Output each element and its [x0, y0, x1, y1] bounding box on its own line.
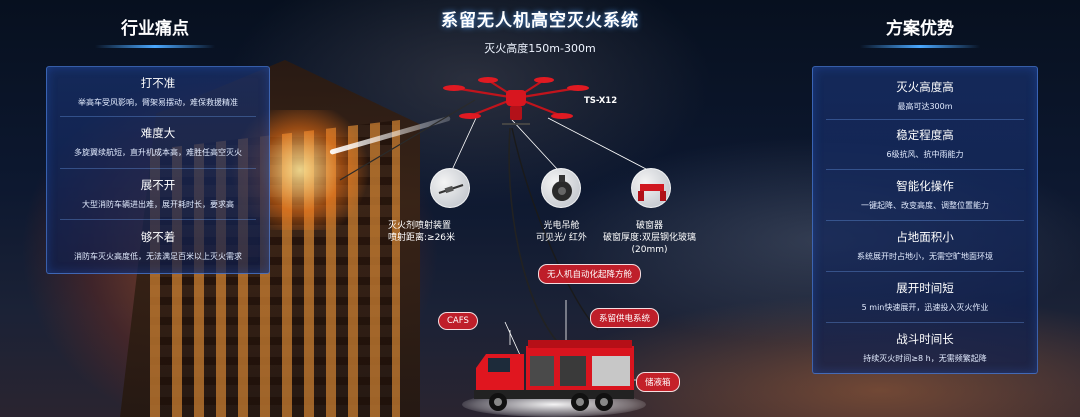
nozzle-icon [430, 168, 470, 208]
divider [813, 271, 1037, 272]
divider [813, 119, 1037, 120]
advantage-item: 占地面积小 系统展开时占地小，无需空旷地面环境 [813, 229, 1037, 262]
divider [813, 169, 1037, 170]
pain-points-panel: 打不准 举高车受风影响，臂架易摆动，难保救援精准 难度大 多旋翼续航短，直升机成… [46, 66, 270, 274]
advantage-desc: 一键起降、改变高度、调整位置能力 [861, 201, 989, 210]
fire-truck-icon [474, 340, 634, 411]
window-breaker-caption: 破窗器 破窗厚度:双层钢化玻璃 (20mm) [603, 220, 696, 256]
advantage-desc: 系统展开时占地小，无需空旷地面环境 [857, 252, 993, 261]
advantage-title: 战斗时间长 [896, 332, 954, 346]
pain-point-title: 打不准 [140, 76, 176, 90]
title-block: 系留无人机高空灭火系统 [0, 6, 1080, 31]
pain-point-item: 打不准 举高车受风影响，臂架易摆动，难保救援精准 [47, 75, 269, 108]
pain-point-item: 展不开 大型消防车辆进出难，展开耗时长，要求高 [47, 177, 269, 210]
tank-callout: 储液箱 [636, 372, 680, 392]
window-breaker-icon [631, 168, 671, 208]
advantage-desc: 6级抗风、抗中雨能力 [886, 150, 964, 159]
pain-point-desc: 多旋翼续航短，直升机成本高，难胜任高空灭火 [74, 148, 242, 157]
divider [47, 219, 269, 220]
heading-underline [95, 45, 215, 48]
window-breaker-caption-line3: (20mm) [631, 245, 668, 255]
advantage-desc: 5 min快速展开，迅速投入灭火作业 [861, 303, 989, 312]
camera-pod-caption: 光电吊舱 可见光/ 红外 [536, 220, 587, 244]
nozzle-caption: 灭火剂喷射装置 喷射距离:≥26米 [388, 220, 455, 244]
drone-model-label: TS-X12 [584, 96, 618, 106]
camera-pod-caption-line1: 光电吊舱 [543, 221, 580, 231]
pain-point-title: 展不开 [140, 178, 176, 192]
cafs-callout: CAFS [438, 312, 478, 330]
advantages-heading-text: 方案优势 [886, 19, 954, 39]
pain-points-heading: 行业痛点 [80, 14, 230, 48]
divider [813, 322, 1037, 323]
advantage-desc: 最高可达300m [897, 102, 953, 111]
pain-point-title: 够不着 [140, 230, 176, 244]
camera-pod-caption-line2: 可见光/ 红外 [536, 233, 587, 243]
divider [47, 168, 269, 169]
pain-point-item: 难度大 多旋翼续航短，直升机成本高，难胜任高空灭火 [47, 125, 269, 158]
divider [813, 220, 1037, 221]
advantage-item: 稳定程度高 6级抗风、抗中雨能力 [813, 127, 1037, 160]
pain-points-heading-text: 行业痛点 [121, 19, 189, 39]
nozzle-caption-line1: 灭火剂喷射装置 [388, 221, 452, 231]
advantage-desc: 持续灭火时间≥8 h，无需频繁起降 [863, 354, 987, 363]
advantage-item: 灭火高度高 最高可达300m [813, 79, 1037, 112]
advantages-heading: 方案优势 [845, 14, 995, 48]
nozzle-caption-line2: 喷射距离:≥26米 [388, 233, 456, 243]
advantage-title: 稳定程度高 [896, 128, 954, 142]
advantage-title: 占地面积小 [896, 230, 954, 244]
advantage-title: 智能化操作 [896, 179, 954, 193]
page-subtitle: 灭火高度150m-300m [484, 42, 596, 55]
advantages-panel: 灭火高度高 最高可达300m 稳定程度高 6级抗风、抗中雨能力 智能化操作 一键… [812, 66, 1038, 374]
pain-point-desc: 举高车受风影响，臂架易摆动，难保救援精准 [78, 98, 238, 107]
advantage-item: 展开时间短 5 min快速展开，迅速投入灭火作业 [813, 280, 1037, 313]
advantage-title: 灭火高度高 [896, 80, 954, 94]
power-system-callout: 系留供电系统 [590, 308, 660, 328]
pain-point-desc: 消防车灭火高度低，无法满足百米以上灭火需求 [74, 252, 242, 261]
camera-pod-icon [541, 168, 581, 208]
pain-point-desc: 大型消防车辆进出难，展开耗时长，要求高 [82, 200, 234, 209]
pain-point-title: 难度大 [140, 126, 176, 140]
drone-icon [443, 77, 589, 125]
window-breaker-caption-line2: 破窗厚度:双层钢化玻璃 [603, 233, 697, 243]
cabin-callout: 无人机自动化起降方舱 [538, 264, 642, 284]
window-breaker-caption-line1: 破窗器 [636, 221, 664, 231]
advantage-item: 智能化操作 一键起降、改变高度、调整位置能力 [813, 178, 1037, 211]
divider [47, 116, 269, 117]
heading-underline [860, 45, 980, 48]
page-title: 系留无人机高空灭火系统 [441, 11, 639, 31]
advantage-item: 战斗时间长 持续灭火时间≥8 h，无需频繁起降 [813, 331, 1037, 364]
pain-point-item: 够不着 消防车灭火高度低，无法满足百米以上灭火需求 [47, 229, 269, 262]
advantage-title: 展开时间短 [896, 281, 954, 295]
